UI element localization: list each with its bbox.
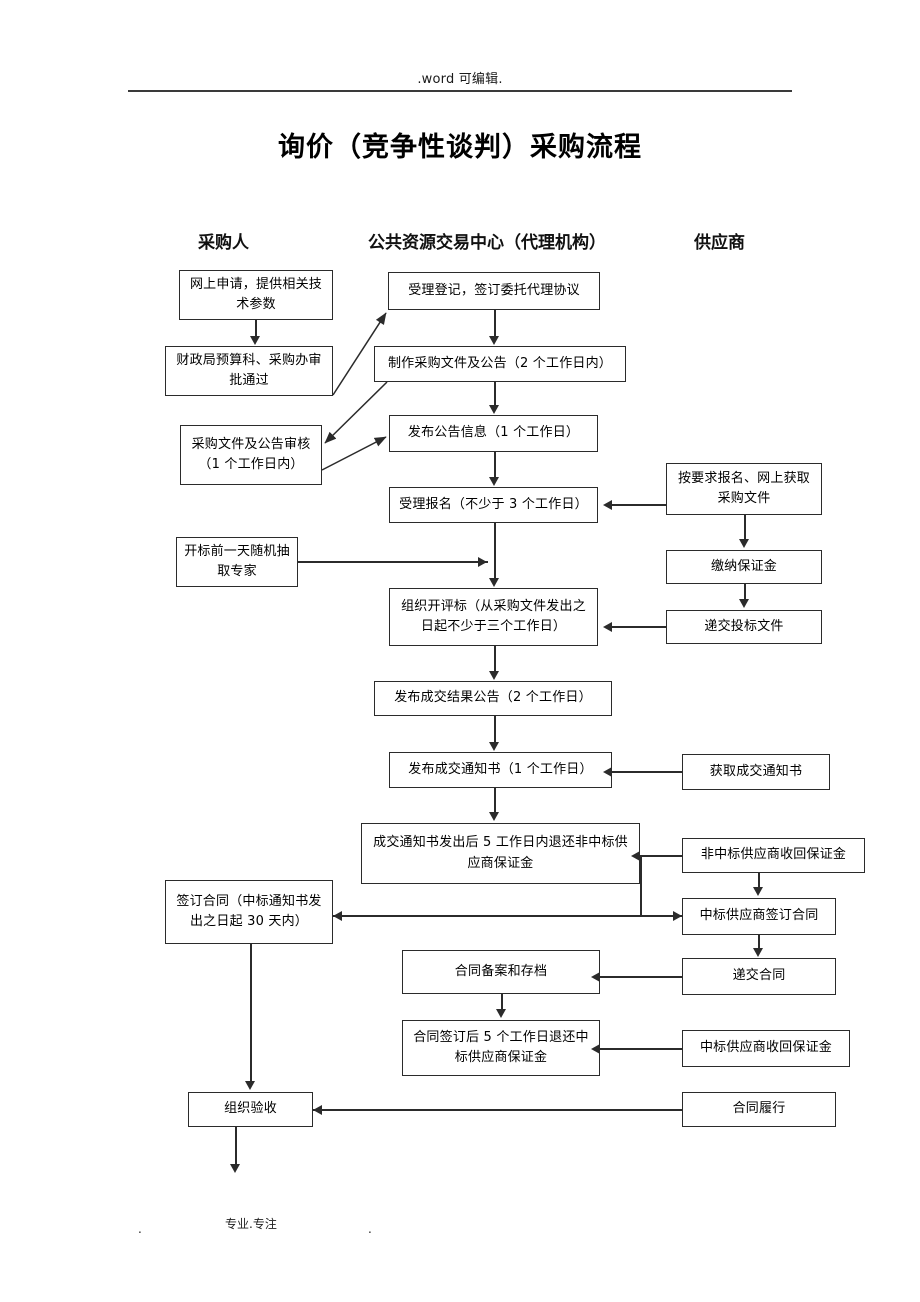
node-publish-result[interactable]: 发布成交结果公告（2 个工作日） [374, 681, 612, 716]
connector-expert-to-evaluate [298, 561, 488, 563]
node-finance-approve[interactable]: 财政局预算科、采购办审批通过 [165, 346, 333, 396]
node-sign-contract-buyer[interactable]: 签订合同（中标通知书发出之日起 30 天内） [165, 880, 333, 944]
arrow-down-icon [739, 599, 749, 608]
node-make-docs[interactable]: 制作采购文件及公告（2 个工作日内） [374, 346, 626, 382]
connector-buyer-apply-to-finance [255, 320, 257, 337]
connector-winnersign-to-signcontract [333, 915, 682, 917]
arrow-down-icon [489, 477, 499, 486]
arrow-down-icon [489, 405, 499, 414]
arrow-left-icon [313, 1105, 322, 1115]
connector-issuenotice-to-refund [494, 788, 496, 813]
node-pay-deposit[interactable]: 缴纳保证金 [666, 550, 822, 584]
arrow-down-icon [496, 1009, 506, 1018]
node-contract-archive[interactable]: 合同备案和存档 [402, 950, 600, 994]
node-refund-winner[interactable]: 合同签订后 5 个工作日退还中标供应商保证金 [402, 1020, 600, 1076]
arrow-down-icon [753, 887, 763, 896]
footer-center-text: 专业.专注 [225, 1217, 277, 1231]
header-divider [128, 90, 792, 92]
arrow-left-icon [603, 767, 612, 777]
node-submit-contract[interactable]: 递交合同 [682, 958, 836, 995]
arrow-down-icon [739, 539, 749, 548]
column-header-buyer: 采购人 [198, 233, 249, 253]
connector-perform-to-acceptance [313, 1109, 682, 1111]
arrow-down-icon [250, 336, 260, 345]
connector-refund-right-drop [640, 855, 642, 915]
node-doc-review[interactable]: 采购文件及公告审核（1 个工作日内） [180, 425, 322, 485]
column-header-supplier: 供应商 [694, 233, 745, 253]
connector-register-to-makedocs [494, 310, 496, 337]
connector-makedocs-to-publish [494, 382, 496, 406]
footer-right-dot: . [368, 1222, 372, 1236]
arrow-down-icon [489, 742, 499, 751]
connector-submitbid-to-evaluate [612, 626, 666, 628]
arrow-down-icon [753, 948, 763, 957]
arrow-left-icon [603, 622, 612, 632]
node-publish-notice[interactable]: 发布公告信息（1 个工作日） [389, 415, 598, 452]
connector-signup-to-deposit [744, 515, 746, 540]
connector-getnotice-to-issuenotice [612, 771, 682, 773]
node-issue-notice[interactable]: 发布成交通知书（1 个工作日） [389, 752, 612, 788]
arrow-down-icon [245, 1081, 255, 1090]
arrow-down-icon [230, 1164, 240, 1173]
arrow-down-icon [489, 671, 499, 680]
node-acceptance[interactable]: 组织验收 [188, 1092, 313, 1127]
node-winner-sign[interactable]: 中标供应商签订合同 [682, 898, 836, 935]
connector-result-to-issuenotice [494, 716, 496, 743]
connector-suppliersignup-to-acceptsignup [612, 504, 666, 506]
arrow-right-icon [673, 911, 682, 921]
arrow-left-icon [333, 911, 342, 921]
connector-nonwinnerreclaim-to-refund [640, 855, 682, 857]
connector-signup-to-evaluate [494, 523, 496, 581]
connector-signcontract-to-acceptance [250, 944, 252, 1082]
arrow-down-icon [489, 336, 499, 345]
node-nonwinner-reclaim[interactable]: 非中标供应商收回保证金 [682, 838, 865, 873]
node-buyer-apply[interactable]: 网上申请，提供相关技术参数 [179, 270, 333, 320]
connector-evaluate-to-result [494, 646, 496, 672]
arrow-left-icon [591, 1044, 600, 1054]
arrow-left-icon [631, 851, 640, 861]
page-header-watermark: .word 可编辑. [417, 72, 503, 87]
connector-deposit-to-submitbid [744, 584, 746, 600]
node-submit-bid[interactable]: 递交投标文件 [666, 610, 822, 644]
arrow-down-icon [489, 578, 499, 587]
node-accept-register[interactable]: 受理登记，签订委托代理协议 [388, 272, 600, 310]
arrow-down-icon [489, 812, 499, 821]
connector-nonwinner-to-winnersign [758, 873, 760, 888]
node-contract-perform[interactable]: 合同履行 [682, 1092, 836, 1127]
connector-winnersign-to-submitcontract [758, 935, 760, 949]
connector-publish-to-signup [494, 452, 496, 478]
page-title: 询价（竞争性谈判）采购流程 [278, 132, 642, 163]
footer-left-dot: . [138, 1222, 142, 1236]
node-accept-signup[interactable]: 受理报名（不少于 3 个工作日） [389, 487, 598, 523]
node-winner-reclaim[interactable]: 中标供应商收回保证金 [682, 1030, 850, 1067]
column-header-agency: 公共资源交易中心（代理机构） [368, 233, 606, 253]
node-refund-nonwinner[interactable]: 成交通知书发出后 5 工作日内退还非中标供应商保证金 [361, 823, 640, 884]
arrow-left-icon [591, 972, 600, 982]
node-get-notice[interactable]: 获取成交通知书 [682, 754, 830, 790]
node-expert-draw[interactable]: 开标前一天随机抽取专家 [176, 537, 298, 587]
connector-acceptance-to-end [235, 1127, 237, 1165]
connector-submitcontract-to-archive [600, 976, 682, 978]
arrow-right-icon [478, 557, 487, 567]
connector-archive-to-refundwinner [501, 994, 503, 1010]
arrow-left-icon [603, 500, 612, 510]
connector-winnerreclaim-to-refundwinner [600, 1048, 682, 1050]
node-supplier-signup[interactable]: 按要求报名、网上获取采购文件 [666, 463, 822, 515]
node-open-evaluate[interactable]: 组织开评标（从采购文件发出之日起不少于三个工作日） [389, 588, 598, 646]
